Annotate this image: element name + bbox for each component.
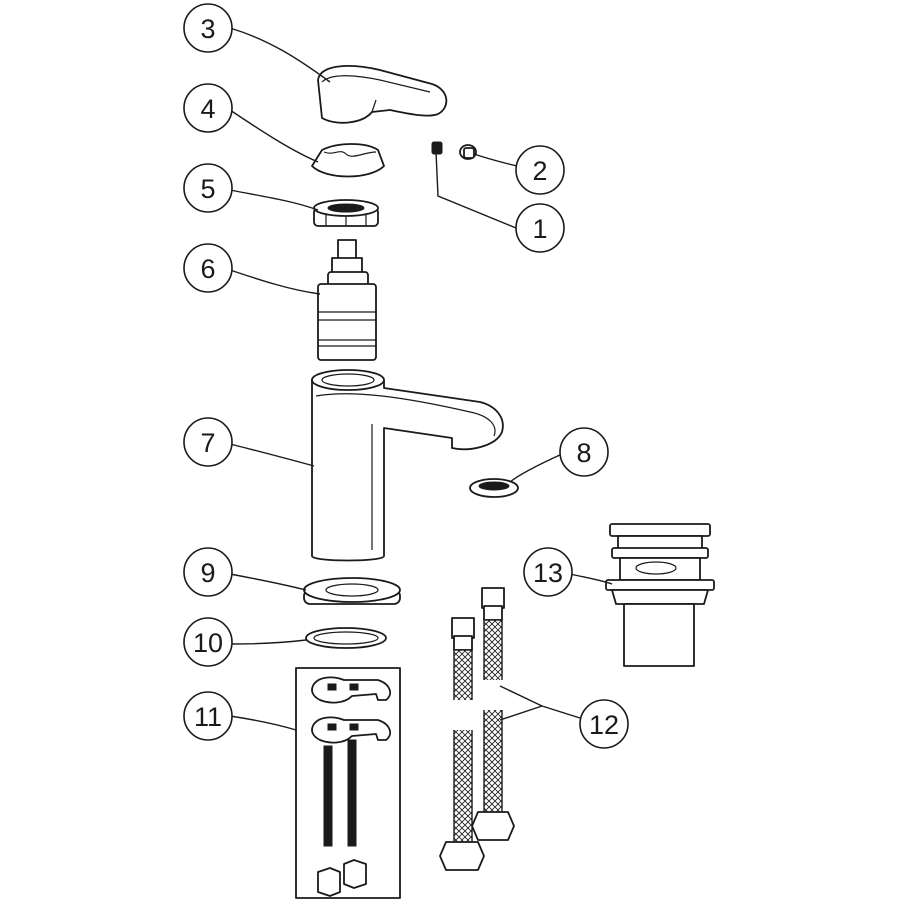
callout-4-label: 4	[200, 94, 215, 124]
callout-12: 12	[579, 699, 629, 749]
callout-12-label: 12	[589, 710, 619, 740]
base-plate-part	[303, 577, 401, 605]
shroud-cap-part	[311, 143, 385, 178]
flexible-hoses-part	[439, 587, 515, 871]
screw-cap-part	[459, 144, 477, 160]
aerator-part	[469, 478, 519, 498]
cartridge-part	[317, 239, 377, 361]
callout-5: 5	[183, 163, 233, 213]
leader-lines	[229, 27, 613, 731]
callout-1: 1	[515, 203, 565, 253]
callout-9-label: 9	[200, 558, 215, 588]
callout-6-label: 6	[200, 254, 215, 284]
callout-3: 3	[183, 3, 233, 53]
callout-1-label: 1	[532, 214, 547, 244]
tap-body-part	[311, 369, 504, 562]
callout-8-label: 8	[576, 438, 591, 468]
callout-10: 10	[183, 617, 233, 667]
pop-up-waste-part	[605, 523, 715, 667]
callout-7-label: 7	[200, 428, 215, 458]
callout-5-label: 5	[200, 174, 215, 204]
fixing-kit-part	[295, 667, 401, 899]
callout-7: 7	[183, 417, 233, 467]
base-o-ring-part	[305, 627, 387, 649]
callout-8: 8	[559, 427, 609, 477]
callout-13: 13	[523, 547, 573, 597]
callout-2-label: 2	[532, 156, 547, 186]
callout-11: 11	[183, 691, 233, 741]
callout-4: 4	[183, 83, 233, 133]
callout-13-label: 13	[533, 558, 563, 588]
lever-handle-part	[317, 65, 448, 124]
callout-2: 2	[515, 145, 565, 195]
callout-11-label: 11	[194, 702, 222, 732]
grub-screw-part	[431, 141, 443, 155]
callout-9: 9	[183, 547, 233, 597]
callout-10-label: 10	[193, 628, 223, 658]
callout-3-label: 3	[200, 14, 215, 44]
retaining-nut-part	[313, 199, 379, 227]
callout-6: 6	[183, 243, 233, 293]
